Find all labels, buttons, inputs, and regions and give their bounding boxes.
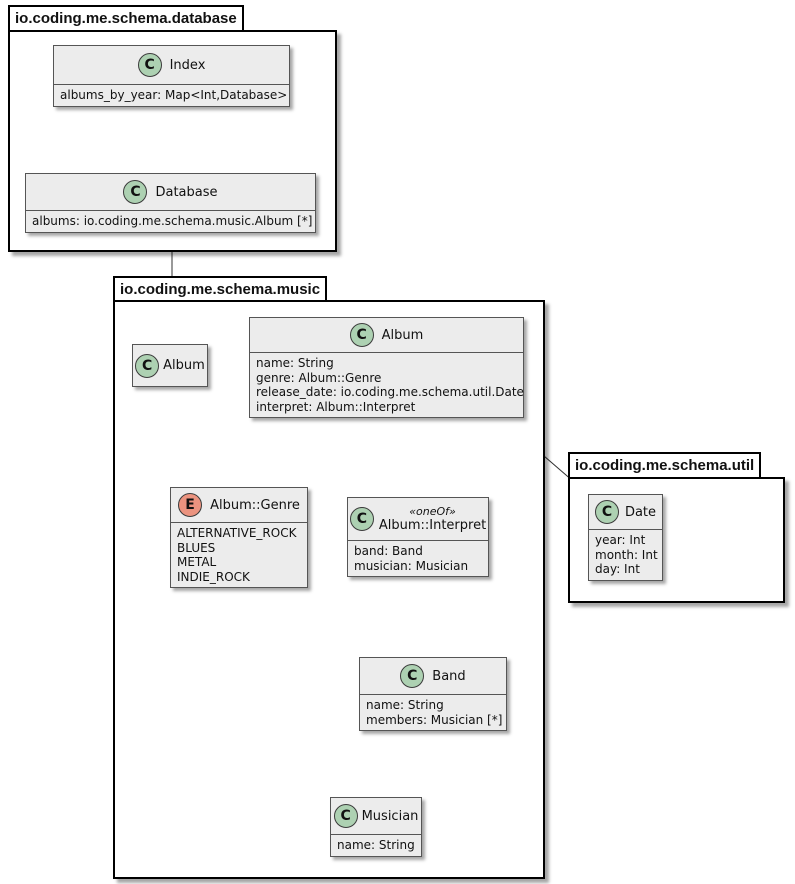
class-spot-icon: C xyxy=(594,500,619,524)
class-field: release_date: io.coding.me.schema.util.D… xyxy=(256,385,524,399)
class-spot-icon: C xyxy=(123,180,148,204)
class-spot-icon: C xyxy=(349,507,374,531)
enum-value: ALTERNATIVE_ROCK xyxy=(177,526,297,540)
class-album-interpret: C «oneOf» Album::Interpret band: Band mu… xyxy=(347,497,489,577)
class-band: C Band name: String members: Musician [*… xyxy=(359,657,507,731)
class-name: Date xyxy=(624,504,657,520)
class-field: name: String xyxy=(366,698,444,712)
class-musician: C Musician name: String xyxy=(330,797,422,857)
class-field: albums: io.coding.me.schema.music.Album … xyxy=(32,214,313,228)
enum-value: INDIE_ROCK xyxy=(177,569,250,584)
class-name: Database xyxy=(155,184,218,200)
class-stereotype: «oneOf» xyxy=(409,504,456,518)
class-name: Album xyxy=(163,358,205,373)
package-tab-database: io.coding.me.schema.database xyxy=(8,5,244,31)
class-spot-icon: C xyxy=(333,804,358,828)
class-album-reference: C Album xyxy=(132,344,208,387)
class-field: members: Musician [*] xyxy=(366,712,503,727)
class-spot-icon: C xyxy=(349,323,374,347)
class-field: month: Int xyxy=(595,547,658,562)
enum-value: BLUES xyxy=(177,540,216,555)
enum-name: Album::Genre xyxy=(210,497,300,513)
class-name: Album::Interpret xyxy=(378,517,487,533)
class-spot-icon: C xyxy=(137,53,162,77)
class-index: C Index albums_by_year: Map<Int,Database… xyxy=(53,45,290,107)
class-name: Band xyxy=(432,668,466,684)
class-spot-icon: C xyxy=(135,353,160,378)
package-tab-util: io.coding.me.schema.util xyxy=(568,452,762,478)
class-field: musician: Musician xyxy=(354,558,469,573)
enum-album-genre: E Album::Genre ALTERNATIVE_ROCK BLUES ME… xyxy=(170,487,308,588)
enum-spot-icon: E xyxy=(178,493,203,517)
class-name: Index xyxy=(169,57,206,73)
class-spot-icon: C xyxy=(400,664,425,688)
class-field: band: Band xyxy=(354,544,423,558)
class-name: Musician xyxy=(361,808,419,824)
class-field: albums_by_year: Map<Int,Database> xyxy=(60,88,288,102)
class-database: C Database albums: io.coding.me.schema.m… xyxy=(25,173,316,233)
package-tab-music: io.coding.me.schema.music xyxy=(113,276,328,302)
class-field: genre: Album::Genre xyxy=(256,370,382,385)
class-field: name: String xyxy=(256,356,334,370)
class-name: Album xyxy=(381,327,424,343)
class-field: year: Int xyxy=(595,533,646,547)
class-field: interpret: Album::Interpret xyxy=(256,399,416,414)
class-field: day: Int xyxy=(595,562,640,576)
class-album: C Album name: String genre: Album::Genre… xyxy=(249,317,524,418)
enum-value: METAL xyxy=(177,555,217,569)
class-date: C Date year: Int month: Int day: Int xyxy=(588,494,663,581)
class-field: name: String xyxy=(337,838,415,852)
